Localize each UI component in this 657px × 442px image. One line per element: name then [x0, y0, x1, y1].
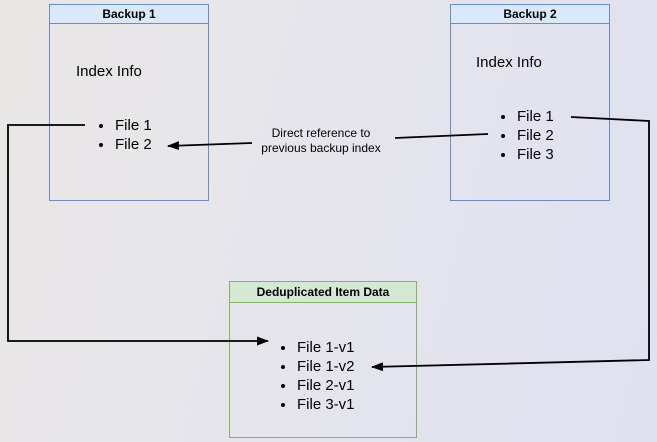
backup1-box: Backup 1 Index Info File 1 File 2: [49, 4, 209, 201]
backup2-index-info-label: Index Info: [476, 54, 542, 71]
backup2-box: Backup 2 Index Info File 1 File 2 File 3: [450, 4, 610, 201]
list-item: File 3-v1: [296, 395, 355, 414]
list-item: File 3: [516, 145, 554, 164]
backup1-index-info-label: Index Info: [76, 63, 142, 80]
list-item: File 1: [516, 107, 554, 126]
backup1-file-list: File 1 File 2: [99, 116, 152, 154]
list-item: File 1-v1: [296, 338, 355, 357]
dedup-box: Deduplicated Item Data File 1-v1 File 1-…: [229, 281, 417, 438]
list-item: File 1: [114, 116, 152, 135]
dedup-title: Deduplicated Item Data: [230, 282, 416, 303]
list-item: File 2-v1: [296, 376, 355, 395]
reference-arrow-label: Direct reference to previous backup inde…: [261, 126, 381, 155]
dedup-file-list: File 1-v1 File 1-v2 File 2-v1 File 3-v1: [281, 338, 355, 414]
list-item: File 1-v2: [296, 357, 355, 376]
backup2-title: Backup 2: [451, 5, 609, 24]
list-item: File 2: [516, 126, 554, 145]
list-item: File 2: [114, 135, 152, 154]
backup1-title: Backup 1: [50, 5, 208, 24]
backup2-file-list: File 1 File 2 File 3: [501, 107, 554, 164]
